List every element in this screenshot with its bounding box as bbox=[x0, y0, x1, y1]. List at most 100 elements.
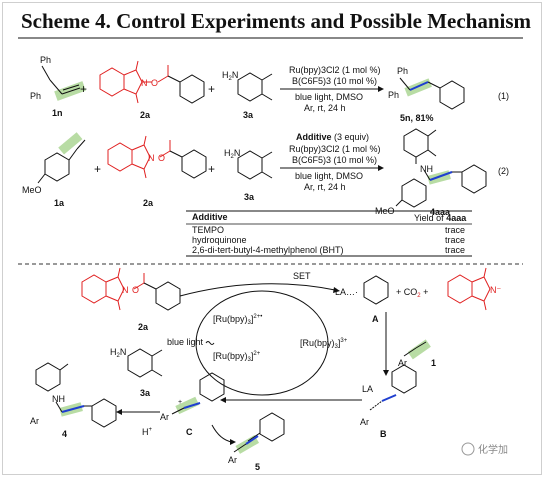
mech-2a-n: N bbox=[122, 285, 129, 295]
eq1-label-2a: 2a bbox=[140, 110, 151, 120]
eq2-cond-1: blue light, DMSO bbox=[295, 171, 363, 181]
table-row-2-additive: hydroquinone bbox=[192, 235, 247, 245]
mech-4-ar: Ar bbox=[30, 416, 39, 426]
eq2-2a-cyclohexyl bbox=[169, 149, 207, 179]
mech-B-ar: Ar bbox=[360, 417, 369, 427]
eq2-label-2a: 2a bbox=[143, 198, 154, 208]
table-row-1-yield: trace bbox=[445, 225, 465, 235]
eq1-2a-n: N bbox=[141, 78, 148, 88]
eq1-2a-o: O bbox=[151, 78, 158, 88]
scheme-title: Scheme 4. Control Experiments and Possib… bbox=[21, 9, 532, 33]
table-row-1-additive: TEMPO bbox=[192, 225, 224, 235]
eq1-ph-top: Ph bbox=[40, 55, 51, 65]
eq2-3a-h2n: H2N bbox=[224, 148, 240, 160]
table-header-additive: Additive bbox=[192, 212, 228, 222]
mech-C-ar: Ar bbox=[160, 412, 169, 422]
mech-C-plus: + bbox=[178, 399, 182, 406]
mech-label-4: 4 bbox=[62, 429, 67, 439]
mech-C-structure bbox=[171, 372, 225, 415]
eq1-arrowhead bbox=[378, 86, 384, 92]
mech-label-B: B bbox=[380, 429, 387, 439]
mech-hplus: H+ bbox=[142, 427, 153, 437]
eq2-2a-n: N bbox=[148, 153, 155, 163]
mech-n-anion: N⁻ bbox=[490, 285, 501, 295]
mech-5-bond-blue bbox=[245, 435, 259, 445]
eq1-plus-1: + bbox=[80, 82, 87, 96]
mech-ru-2plus: [Ru(bpy)3]2+ bbox=[213, 351, 261, 363]
eq1-cond-1: blue light, DMSO bbox=[295, 92, 363, 102]
C-to-5-arrowhead bbox=[230, 439, 236, 445]
eq1-reagent-1: Ru(bpy)3Cl2 (1 mol %) bbox=[289, 65, 381, 75]
eq1-1n-structure bbox=[41, 65, 86, 101]
mech-B-bond-blue bbox=[381, 394, 397, 402]
eq2-reagent-1: Ru(bpy)3Cl2 (1 mol %) bbox=[289, 144, 381, 154]
eq1-3a-structure bbox=[237, 72, 273, 102]
eq1-label-3a: 3a bbox=[243, 110, 254, 120]
table-row-3-additive: 2,6-di-tert-butyl-4-methylphenol (BHT) bbox=[192, 245, 344, 255]
mech-5-ar: Ar bbox=[228, 455, 237, 465]
mech-3a-h2n: H2N bbox=[110, 347, 126, 359]
set-arrow bbox=[179, 283, 336, 297]
mech-2a-cyclohexyl bbox=[143, 281, 181, 311]
table-row-3-yield: trace bbox=[445, 245, 465, 255]
eq2-reagent-2: B(C6F5)3 (10 mol %) bbox=[292, 155, 377, 165]
eq1-2a-structure bbox=[99, 60, 169, 104]
mech-blue-light: blue light bbox=[167, 337, 204, 347]
A-to-B-arrowhead bbox=[383, 370, 389, 376]
C-to-5-arrow bbox=[211, 424, 233, 443]
B-to-C-arrowhead bbox=[220, 397, 226, 403]
mech-C-bond-blue bbox=[183, 402, 201, 409]
table-header-yield: Yield of 4aaa bbox=[414, 213, 467, 223]
watermark-text: 化学加 bbox=[478, 443, 508, 456]
mech-set: SET bbox=[293, 271, 311, 281]
mech-co2: + CO2 + bbox=[396, 287, 428, 299]
eq1-reagent-2: B(C6F5)3 (10 mol %) bbox=[292, 76, 377, 86]
eq2-3a-structure bbox=[237, 150, 273, 180]
eq2-1a-structure bbox=[37, 132, 86, 184]
mech-alkene-ar: Ar bbox=[398, 358, 407, 368]
mech-A-structure bbox=[363, 275, 389, 305]
eq2-4aaa-structure bbox=[395, 128, 487, 208]
watermark-logo-icon bbox=[461, 442, 475, 456]
mech-3a-structure bbox=[127, 348, 163, 378]
set-arrowhead bbox=[333, 287, 340, 293]
eq2-additive: Additive (3 equiv) bbox=[296, 132, 369, 142]
eq2-plus-2: + bbox=[208, 162, 215, 176]
mech-label-1: 1 bbox=[431, 358, 436, 368]
eq2-meo: MeO bbox=[22, 185, 42, 195]
eq1-3a-nh2: H2N bbox=[222, 70, 238, 82]
eq1-plus-2: + bbox=[208, 82, 215, 96]
mech-alkene-1 bbox=[403, 339, 431, 360]
eq2-2a-o: O bbox=[158, 153, 165, 163]
mech-4-bond-blue bbox=[61, 405, 85, 413]
mech-ru-star: [Ru(bpy)3]2+• bbox=[213, 314, 262, 326]
mech-4-structure bbox=[35, 362, 117, 428]
eq1-number: (1) bbox=[498, 91, 509, 101]
eq2-number: (2) bbox=[498, 166, 509, 176]
mech-2a-structure bbox=[81, 267, 145, 311]
C-to-4-arrowhead bbox=[116, 409, 122, 415]
eq2-product-label: 4aaa bbox=[430, 207, 451, 217]
mech-2a-o: O bbox=[132, 285, 139, 295]
mech-label-3a: 3a bbox=[140, 388, 151, 398]
mech-phthalimide-anion bbox=[447, 267, 491, 311]
eq2-label-1a: 1a bbox=[54, 198, 65, 208]
eq1-5n-bond-blue bbox=[409, 81, 429, 91]
blue-light-wave-icon bbox=[205, 341, 215, 345]
eq1-2a-cyclohexyl bbox=[167, 74, 205, 104]
table-row-2-yield: trace bbox=[445, 235, 465, 245]
eq1-cond-2: Ar, rt, 24 h bbox=[304, 103, 346, 113]
mech-label-5: 5 bbox=[255, 462, 260, 472]
mech-label-C: C bbox=[186, 427, 193, 437]
eq2-plus-1: + bbox=[94, 162, 101, 176]
mech-B-structure bbox=[369, 364, 417, 411]
eq1-ph-left: Ph bbox=[30, 91, 41, 101]
mech-4-nh: NH bbox=[52, 394, 65, 404]
eq2-label-3a: 3a bbox=[244, 192, 255, 202]
eq1-5n-structure bbox=[399, 77, 465, 110]
mech-la-radical: LA…· bbox=[335, 287, 358, 297]
eq1-label-1n: 1n bbox=[52, 108, 63, 118]
eq1-product-label: 5n, 81% bbox=[400, 113, 434, 123]
eq2-4aaa-nh: NH bbox=[420, 164, 433, 174]
